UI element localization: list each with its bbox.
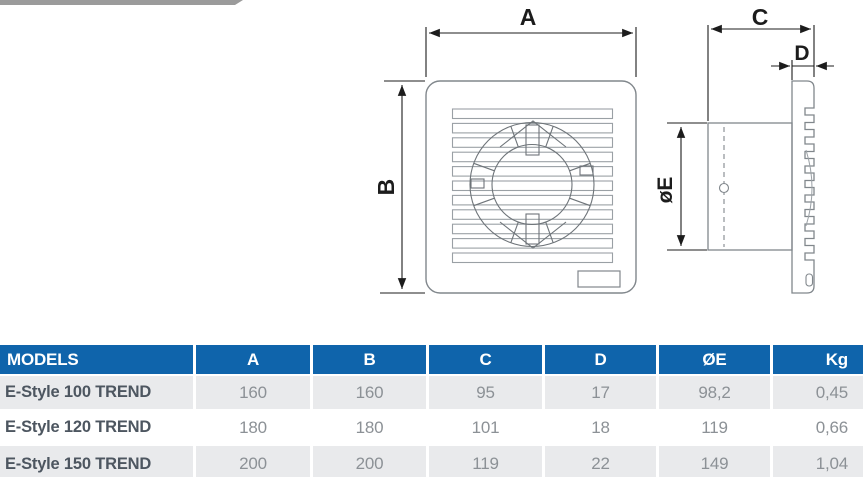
plate-slot <box>805 273 814 287</box>
dimension-oe <box>667 122 707 251</box>
value-b: 180 <box>313 411 426 444</box>
value-a: 160 <box>196 376 310 409</box>
dimension-b <box>380 80 425 294</box>
fan-side-view <box>707 80 815 294</box>
grille-bulge-arc <box>805 149 813 227</box>
value-c: 101 <box>429 411 542 444</box>
label-d: D <box>794 42 809 65</box>
header-b: B <box>313 345 426 374</box>
label-c: C <box>752 4 769 30</box>
value-d: 22 <box>545 446 656 477</box>
value-d: 17 <box>545 376 656 409</box>
impeller <box>469 120 595 249</box>
plate-profile <box>791 80 815 294</box>
dimension-a <box>425 27 637 77</box>
header-a: A <box>196 345 310 374</box>
front-nameplate <box>577 270 621 288</box>
value-oe: 119 <box>659 411 770 444</box>
value-a: 200 <box>196 446 310 477</box>
value-b: 160 <box>313 376 426 409</box>
value-b: 200 <box>313 446 426 477</box>
header-c: C <box>429 345 542 374</box>
label-a: A <box>520 4 537 30</box>
header-d: D <box>545 345 656 374</box>
dimension-d <box>771 60 834 80</box>
value-c: 119 <box>429 446 542 477</box>
header-oe: ØE <box>659 345 770 374</box>
model-name: E-Style 120 TREND <box>0 411 193 444</box>
duct-hole <box>718 182 730 194</box>
model-name: E-Style 100 TREND <box>0 376 193 409</box>
fan-front-view <box>425 80 637 294</box>
model-name: E-Style 150 TREND <box>0 446 193 477</box>
value-kg: 1,04 <box>773 446 863 477</box>
dimension-c <box>707 24 815 121</box>
header-kg: Kg <box>773 345 863 374</box>
grille-slats <box>451 108 614 264</box>
header-models: MODELS <box>0 345 193 374</box>
value-kg: 0,66 <box>773 411 863 444</box>
label-b: B <box>373 179 399 196</box>
front-plate <box>425 80 637 294</box>
value-c: 95 <box>429 376 542 409</box>
decorative-tab-edge <box>0 0 243 5</box>
value-kg: 0,45 <box>773 376 863 409</box>
label-oe: øE <box>654 177 677 204</box>
value-d: 18 <box>545 411 656 444</box>
spec-table: MODELS A B C D ØE Kg E-Style 100 TREND 1… <box>0 345 863 477</box>
value-oe: 98,2 <box>659 376 770 409</box>
value-a: 180 <box>196 411 310 444</box>
value-oe: 149 <box>659 446 770 477</box>
fan-dimension-drawing: A B C <box>373 4 834 294</box>
